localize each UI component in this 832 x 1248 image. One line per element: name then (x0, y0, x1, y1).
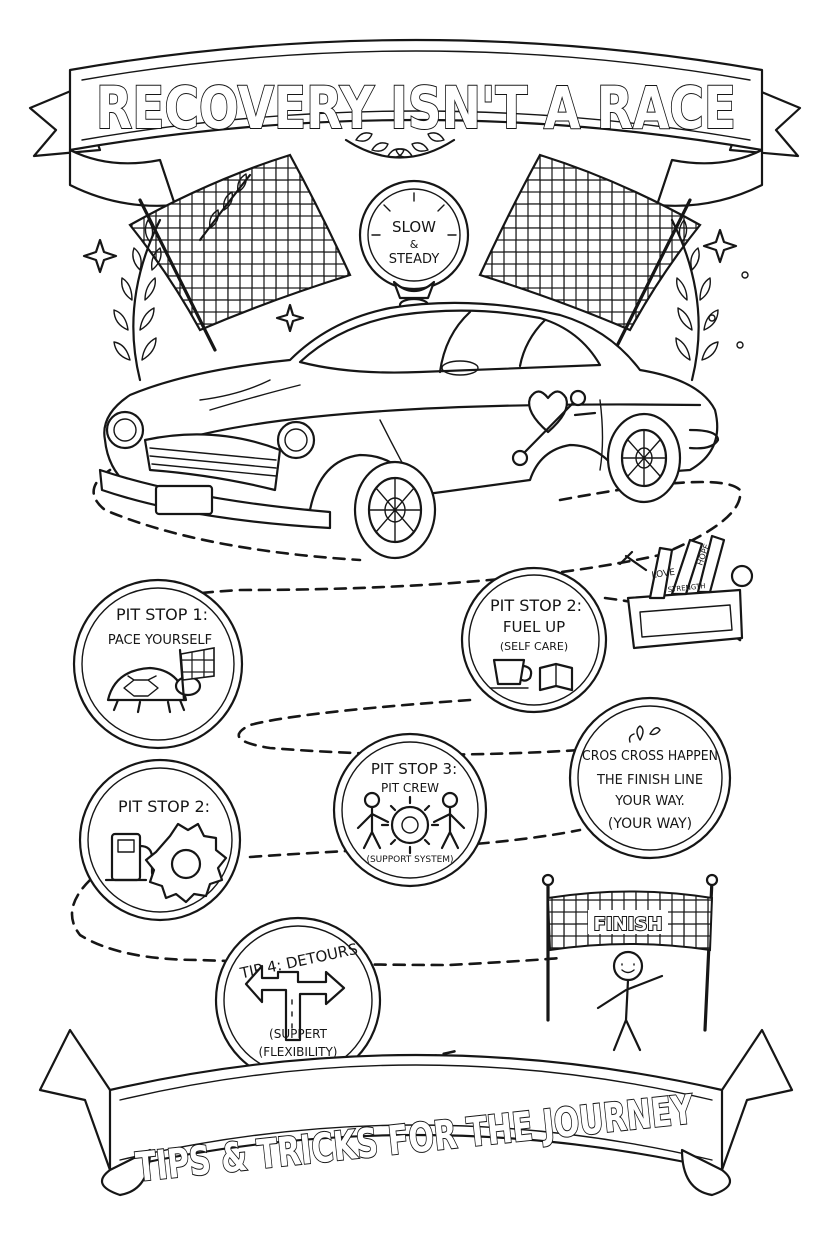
pit-stop-3-badge: PIT STOP 3: PIT CREW (SUPPORT SYSTEM) (332, 732, 488, 888)
tip-4-badge: TIP 4: DETOURS (SUPPERT (FLEXIBILITY) (214, 916, 382, 1084)
pit-stop-1-title: PIT STOP 1: (116, 605, 208, 624)
sparkle-icon (82, 228, 749, 349)
tip-4-line2: (FLEXIBILITY) (259, 1045, 338, 1059)
heart-wrench-icon (511, 389, 587, 467)
checkered-flag-left-icon (128, 153, 352, 352)
pit-stop-3-line1: PIT CREW (381, 781, 439, 795)
top-banner-title: RECOVERY ISN'T A RACE (96, 74, 736, 142)
gauge-line3: STEADY (389, 252, 440, 267)
finish-circle-line1: CROS CROSS HAPPEN (582, 749, 718, 764)
pit-stop-3-line2: (SUPPORT SYSTEM) (366, 855, 453, 865)
coffee-cup-icon (489, 658, 533, 689)
book-icon (538, 662, 574, 692)
vintage-car (98, 301, 720, 560)
finish-line-badge: CROS CROSS HAPPEN THE FINISH LINE YOUR W… (568, 696, 732, 860)
gear-large-icon (144, 822, 228, 904)
arrow-detour-icon (244, 964, 346, 1042)
pit-stop-2-fuel-badge: PIT STOP 2: FUEL UP (SELF CARE) (460, 566, 608, 714)
pit-stop-2-title: PIT STOP 2: (490, 596, 582, 615)
finish-circle-line2: THE FINISH LINE (596, 773, 703, 788)
person-left-icon (356, 791, 390, 850)
laurel-right-icon (670, 218, 719, 382)
pit-stop-2-line1: FUEL UP (503, 618, 565, 636)
checkered-flag-right-icon (478, 153, 702, 352)
gear-icon (380, 795, 440, 855)
toolbox-label1: LOVE (651, 568, 676, 581)
tip-4-line1: (SUPPERT (269, 1027, 328, 1041)
person-right-icon (432, 791, 466, 850)
finish-banner-label: FINISH (594, 914, 663, 935)
pit-stop-2-line2: (SELF CARE) (500, 640, 568, 653)
finish-circle-line3: YOUR WAY. (614, 794, 685, 809)
finish-banner: FINISH (541, 873, 719, 1052)
pit-stop-1-subtitle: PACE YOURSELF (108, 633, 212, 648)
top-banner: RECOVERY ISN'T A RACE (28, 38, 802, 207)
laurel-icon (344, 132, 456, 159)
toolbox-icon: LOVE STRENGTH HOPE (618, 534, 754, 650)
gauge-line2: & (410, 238, 419, 251)
slow-steady-gauge: SLOW & STEADY (358, 179, 470, 313)
pit-stop-3-title: PIT STOP 3: (371, 760, 457, 778)
bottom-banner: TIPS & TRICKS FOR THE JOURNEY (38, 1028, 794, 1197)
finish-circle-line4: (YOUR WAY) (608, 816, 692, 832)
person-icon (596, 950, 664, 1052)
toolbox-label2: STRENGTH (667, 582, 706, 594)
pit-stop-1-badge: PIT STOP 1: PACE YOURSELF (72, 578, 244, 750)
pit-stop-2-gear-title: PIT STOP 2: (118, 797, 210, 816)
laurel-left-icon (113, 173, 252, 382)
pit-stop-2-gear-badge: PIT STOP 2: (78, 758, 242, 922)
checkered-flag-small-icon (178, 647, 215, 702)
gauge-line1: SLOW (392, 218, 436, 236)
